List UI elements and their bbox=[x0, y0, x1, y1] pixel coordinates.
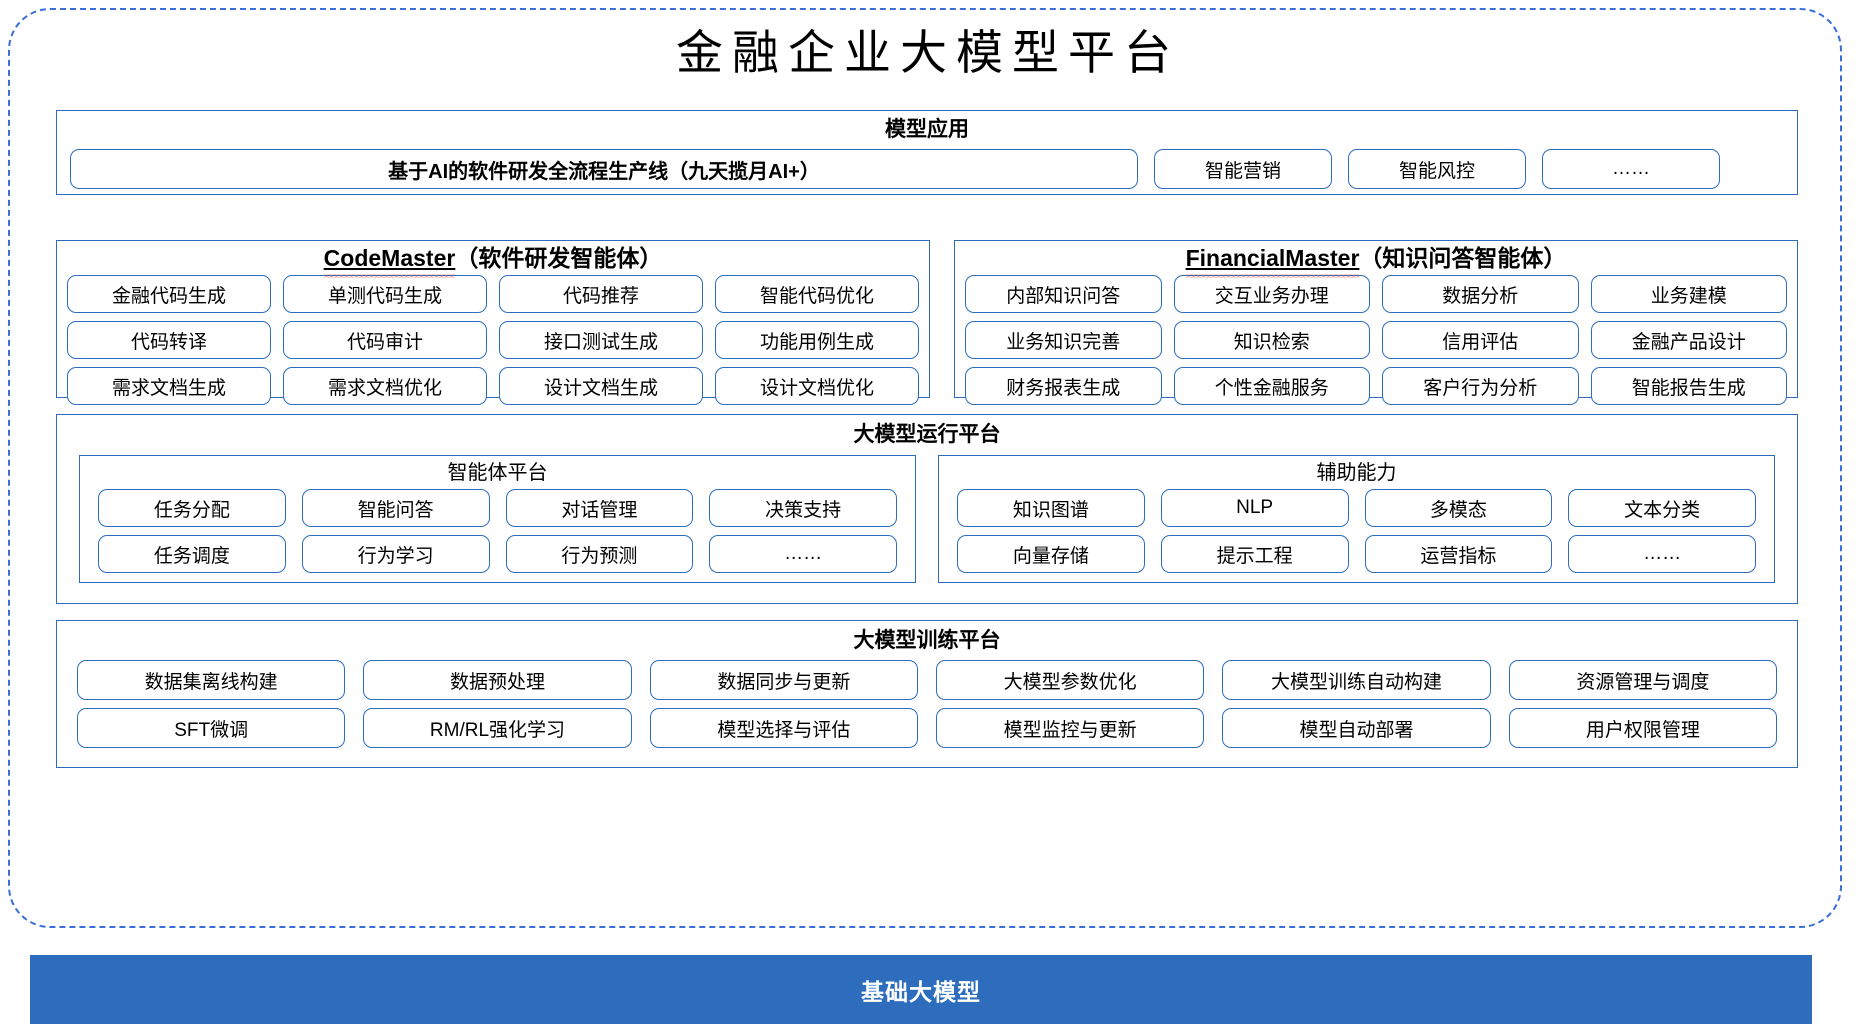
pill-codemaster-6[interactable]: 接口测试生成 bbox=[499, 321, 703, 359]
financialmaster-capability-grid: 内部知识问答 交互业务办理 数据分析 业务建模 业务知识完善 知识检索 信用评估… bbox=[955, 273, 1797, 405]
model-application-panel: 模型应用 基于AI的软件研发全流程生产线（九天揽月AI+） 智能营销 智能风控 … bbox=[56, 110, 1798, 195]
pill-auxiliary-7[interactable]: …… bbox=[1568, 535, 1756, 573]
model-application-row: 基于AI的软件研发全流程生产线（九天揽月AI+） 智能营销 智能风控 …… bbox=[57, 149, 1797, 189]
pill-financialmaster-8[interactable]: 财务报表生成 bbox=[965, 367, 1162, 405]
pill-training-2[interactable]: 数据同步与更新 bbox=[649, 660, 918, 700]
agent-platform-subpanel: 智能体平台 任务分配 智能问答 对话管理 决策支持 任务调度 行为学习 行为预测… bbox=[79, 455, 916, 583]
training-platform-title: 大模型训练平台 bbox=[853, 629, 1001, 652]
pill-codemaster-5[interactable]: 代码审计 bbox=[283, 321, 487, 359]
pill-training-7[interactable]: RM/RL强化学习 bbox=[363, 708, 632, 748]
pill-auxiliary-3[interactable]: 文本分类 bbox=[1568, 489, 1756, 527]
training-platform-grid: 数据集离线构建 数据预处理 数据同步与更新 大模型参数优化 大模型训练自动构建 … bbox=[57, 654, 1797, 748]
pill-financialmaster-11[interactable]: 智能报告生成 bbox=[1590, 367, 1787, 405]
codemaster-capability-grid: 金融代码生成 单测代码生成 代码推荐 智能代码优化 代码转译 代码审计 接口测试… bbox=[57, 273, 929, 405]
pill-agent-platform-1[interactable]: 智能问答 bbox=[301, 489, 490, 527]
pill-smart-marketing[interactable]: 智能营销 bbox=[1154, 149, 1332, 189]
pill-agent-platform-5[interactable]: 行为学习 bbox=[301, 535, 490, 573]
codemaster-panel: CodeMaster（软件研发智能体） 金融代码生成 单测代码生成 代码推荐 智… bbox=[56, 240, 930, 405]
pill-more-applications[interactable]: …… bbox=[1542, 149, 1720, 189]
financialmaster-name-en: FinancialMaster bbox=[1185, 245, 1360, 278]
pill-auxiliary-2[interactable]: 多模态 bbox=[1364, 489, 1553, 527]
pill-agent-platform-0[interactable]: 任务分配 bbox=[98, 489, 286, 527]
pill-training-5[interactable]: 资源管理与调度 bbox=[1508, 660, 1777, 700]
pill-financialmaster-7[interactable]: 金融产品设计 bbox=[1590, 321, 1787, 359]
financialmaster-title: FinancialMaster（知识问答智能体） bbox=[955, 243, 1797, 278]
auxiliary-capability-grid: 知识图谱 NLP 多模态 文本分类 向量存储 提示工程 运营指标 …… bbox=[939, 486, 1774, 573]
codemaster-title: CodeMaster（软件研发智能体） bbox=[57, 243, 929, 278]
auxiliary-capability-subpanel: 辅助能力 知识图谱 NLP 多模态 文本分类 向量存储 提示工程 运营指标 …… bbox=[938, 455, 1775, 583]
pill-codemaster-4[interactable]: 代码转译 bbox=[67, 321, 271, 359]
pill-training-1[interactable]: 数据预处理 bbox=[363, 660, 632, 700]
pill-codemaster-9[interactable]: 需求文档优化 bbox=[283, 367, 487, 405]
pill-smart-risk-control[interactable]: 智能风控 bbox=[1348, 149, 1526, 189]
training-platform-panel: 大模型训练平台 数据集离线构建 数据预处理 数据同步与更新 大模型参数优化 大模… bbox=[56, 620, 1798, 768]
codemaster-name-cn: （软件研发智能体） bbox=[455, 245, 663, 271]
pill-training-8[interactable]: 模型选择与评估 bbox=[649, 708, 918, 748]
auxiliary-capability-title: 辅助能力 bbox=[1316, 462, 1397, 484]
financialmaster-name-cn: （知识问答智能体） bbox=[1359, 245, 1567, 271]
pill-auxiliary-5[interactable]: 提示工程 bbox=[1160, 535, 1349, 573]
base-model-label: 基础大模型 bbox=[861, 978, 981, 1005]
pill-financialmaster-3[interactable]: 业务建模 bbox=[1590, 275, 1787, 313]
pill-financialmaster-0[interactable]: 内部知识问答 bbox=[965, 275, 1162, 313]
runtime-platform-panel: 大模型运行平台 智能体平台 任务分配 智能问答 对话管理 决策支持 任务调度 行… bbox=[56, 414, 1798, 604]
pill-agent-platform-6[interactable]: 行为预测 bbox=[505, 535, 694, 573]
pill-agent-platform-3[interactable]: 决策支持 bbox=[709, 489, 897, 527]
pill-financialmaster-10[interactable]: 客户行为分析 bbox=[1382, 367, 1579, 405]
pill-training-11[interactable]: 用户权限管理 bbox=[1508, 708, 1777, 748]
pill-training-3[interactable]: 大模型参数优化 bbox=[936, 660, 1205, 700]
pill-agent-platform-7[interactable]: …… bbox=[709, 535, 897, 573]
pill-training-0[interactable]: 数据集离线构建 bbox=[77, 660, 346, 700]
pill-codemaster-8[interactable]: 需求文档生成 bbox=[67, 367, 271, 405]
pill-financialmaster-5[interactable]: 知识检索 bbox=[1173, 321, 1370, 359]
pill-codemaster-1[interactable]: 单测代码生成 bbox=[283, 275, 487, 313]
pill-training-6[interactable]: SFT微调 bbox=[77, 708, 346, 748]
pill-agent-platform-2[interactable]: 对话管理 bbox=[505, 489, 694, 527]
page-title: 金融企业大模型平台 bbox=[676, 28, 1180, 80]
pill-ai-pipeline[interactable]: 基于AI的软件研发全流程生产线（九天揽月AI+） bbox=[70, 149, 1138, 189]
pill-codemaster-7[interactable]: 功能用例生成 bbox=[715, 321, 919, 359]
pill-codemaster-2[interactable]: 代码推荐 bbox=[499, 275, 703, 313]
pill-agent-platform-4[interactable]: 任务调度 bbox=[98, 535, 286, 573]
financialmaster-panel: FinancialMaster（知识问答智能体） 内部知识问答 交互业务办理 数… bbox=[954, 240, 1798, 405]
pill-training-4[interactable]: 大模型训练自动构建 bbox=[1222, 660, 1491, 700]
runtime-platform-title: 大模型运行平台 bbox=[853, 423, 1001, 446]
pill-auxiliary-4[interactable]: 向量存储 bbox=[957, 535, 1145, 573]
pill-financialmaster-9[interactable]: 个性金融服务 bbox=[1173, 367, 1370, 405]
pill-financialmaster-1[interactable]: 交互业务办理 bbox=[1173, 275, 1370, 313]
pill-codemaster-0[interactable]: 金融代码生成 bbox=[67, 275, 271, 313]
pill-codemaster-11[interactable]: 设计文档优化 bbox=[715, 367, 919, 405]
pill-auxiliary-0[interactable]: 知识图谱 bbox=[957, 489, 1145, 527]
base-model-bar: 基础大模型 bbox=[30, 955, 1812, 1024]
runtime-platform-columns: 智能体平台 任务分配 智能问答 对话管理 决策支持 任务调度 行为学习 行为预测… bbox=[57, 455, 1797, 583]
pill-auxiliary-1[interactable]: NLP bbox=[1160, 489, 1349, 527]
pill-financialmaster-6[interactable]: 信用评估 bbox=[1382, 321, 1579, 359]
diagram-outer-frame bbox=[8, 8, 1842, 928]
agent-platform-title: 智能体平台 bbox=[447, 462, 548, 484]
pill-auxiliary-6[interactable]: 运营指标 bbox=[1364, 535, 1553, 573]
agent-platform-grid: 任务分配 智能问答 对话管理 决策支持 任务调度 行为学习 行为预测 …… bbox=[80, 486, 915, 573]
pill-training-9[interactable]: 模型监控与更新 bbox=[936, 708, 1205, 748]
pill-financialmaster-4[interactable]: 业务知识完善 bbox=[965, 321, 1162, 359]
codemaster-name-en: CodeMaster bbox=[323, 245, 456, 278]
pill-codemaster-10[interactable]: 设计文档生成 bbox=[499, 367, 703, 405]
pill-codemaster-3[interactable]: 智能代码优化 bbox=[715, 275, 919, 313]
pill-financialmaster-2[interactable]: 数据分析 bbox=[1382, 275, 1579, 313]
model-application-title: 模型应用 bbox=[885, 118, 969, 141]
pill-training-10[interactable]: 模型自动部署 bbox=[1222, 708, 1491, 748]
